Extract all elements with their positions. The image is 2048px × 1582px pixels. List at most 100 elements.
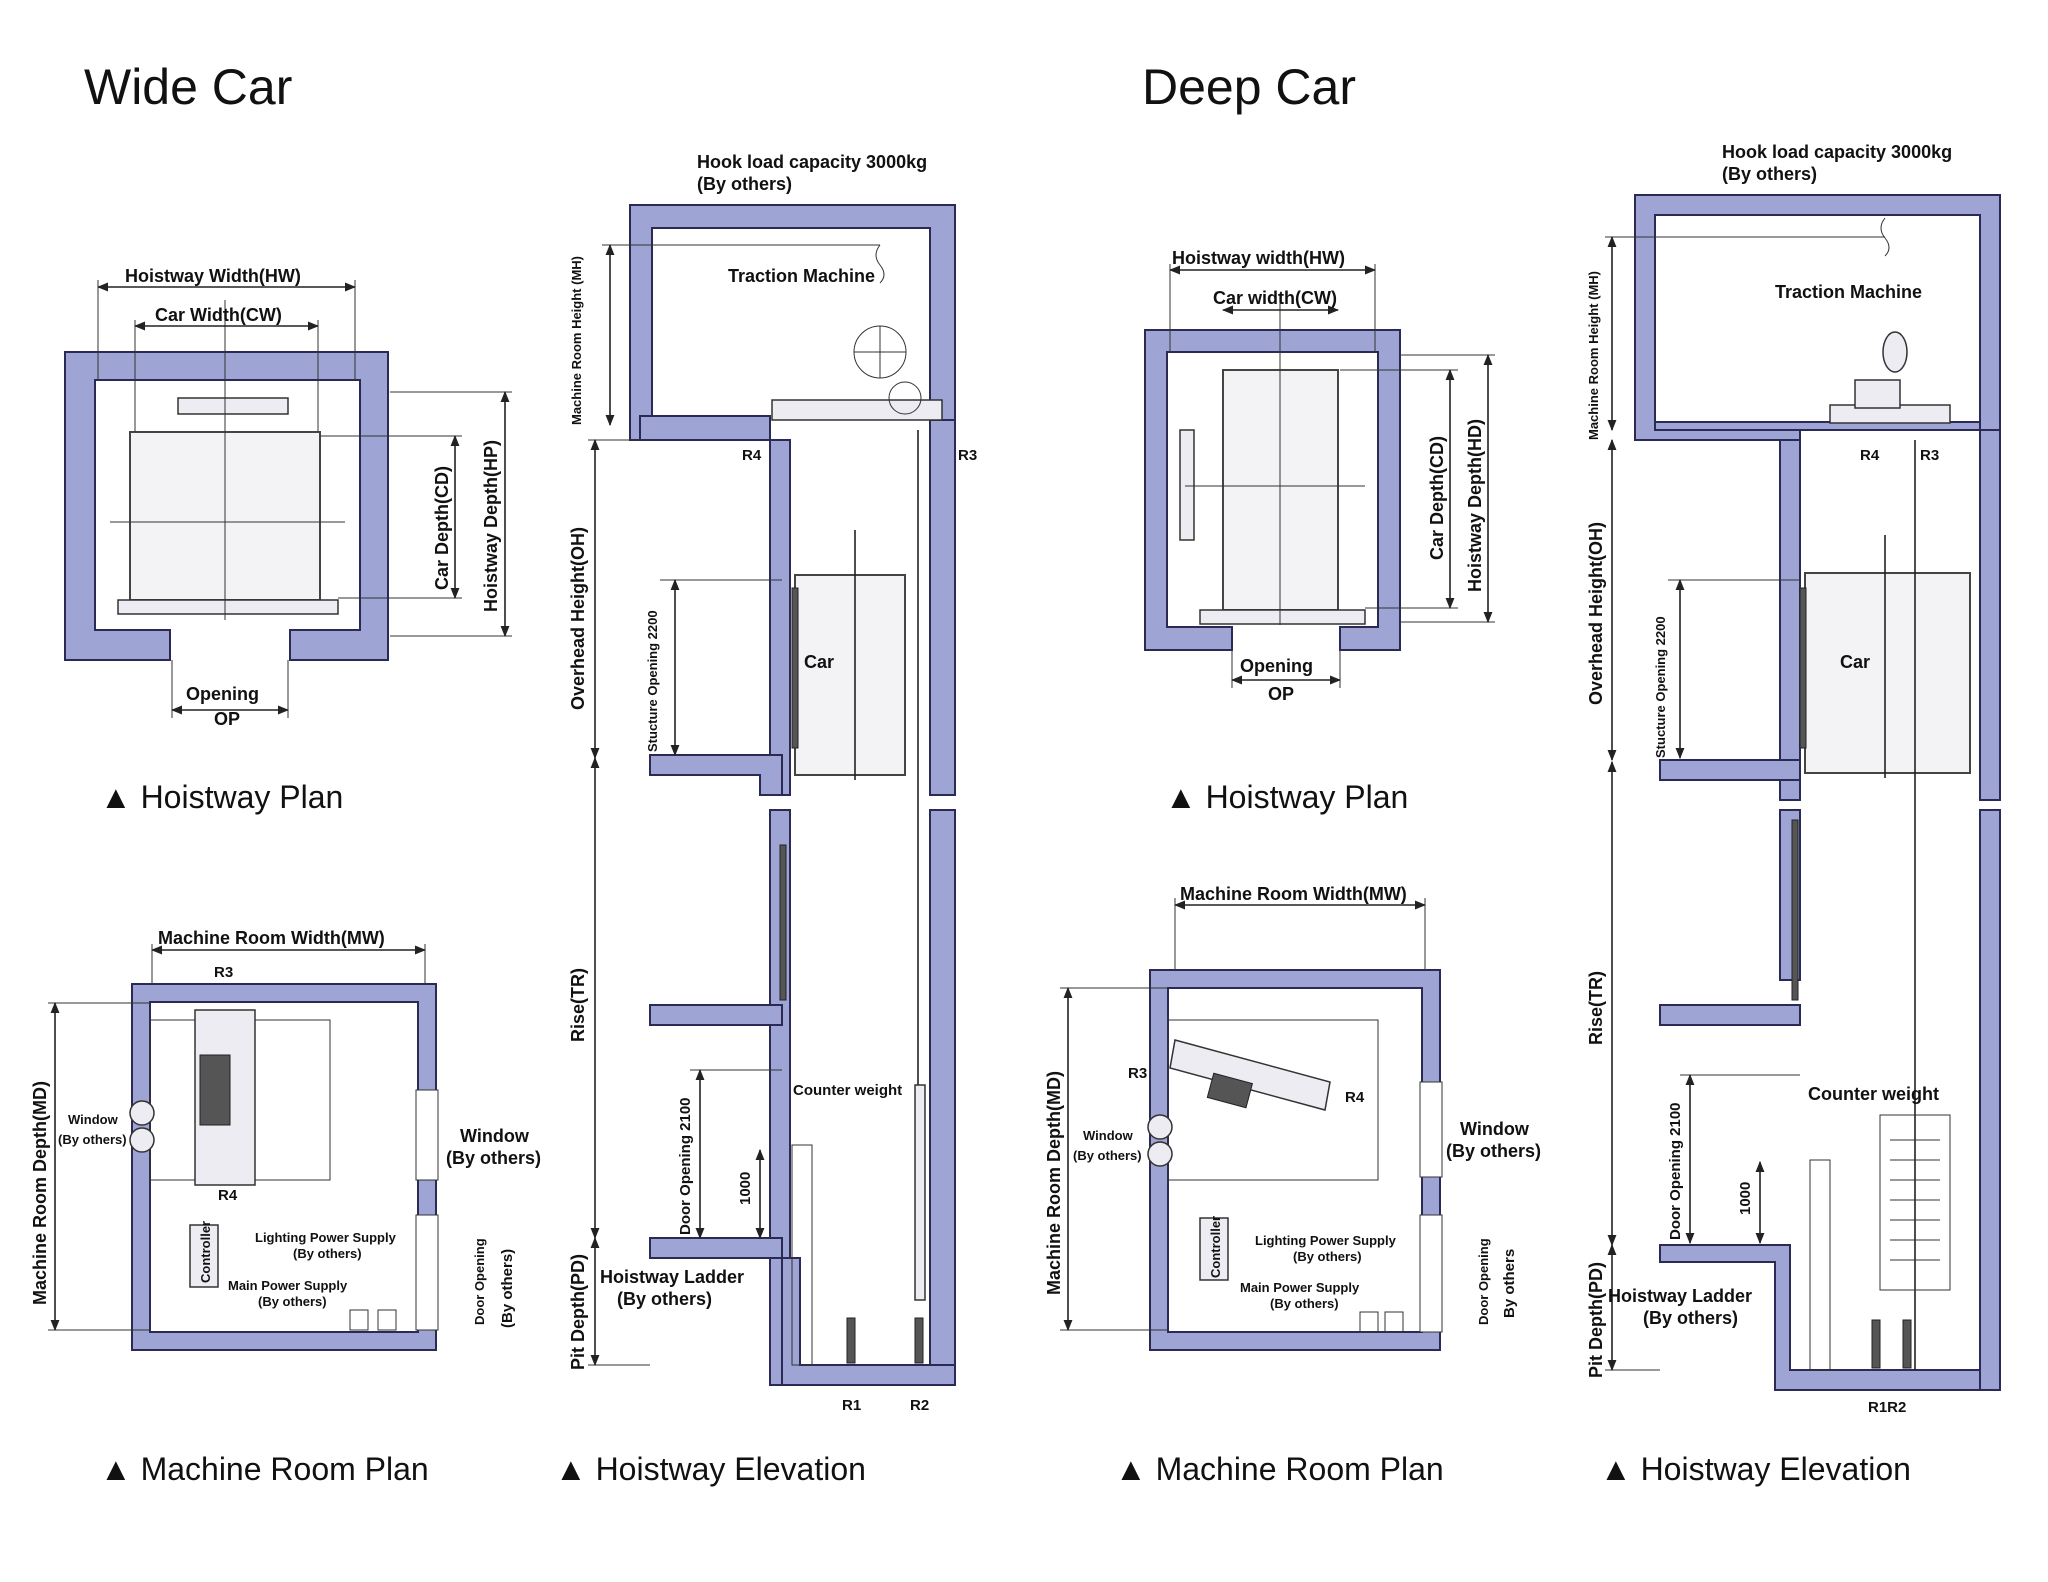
deep-elev-so-label: Stucture Opening 2200 [1653, 616, 1668, 758]
deep-hoistway-plan: Hoistway width(HW) Car width(CW) Car Dep… [1144, 248, 1495, 704]
deep-elev-oh-label: Overhead Height(OH) [1586, 522, 1606, 705]
deep-mr-main-1: Main Power Supply [1240, 1280, 1360, 1295]
wide-elev-hook-label-2: (By others) [697, 174, 792, 194]
wide-plan-op-label: OP [214, 709, 240, 729]
deep-mr-door-2: By others [1501, 1249, 1518, 1318]
wide-hoistway-elevation: Hook load capacity 3000kg (By others) Tr… [568, 152, 977, 1414]
wide-elev-r3-label: R3 [958, 447, 977, 464]
deep-elev-r4-label: R4 [1860, 447, 1880, 464]
wide-mr-main-2: (By others) [258, 1294, 327, 1309]
wide-machine-room-caption: ▲ Machine Room Plan [100, 1451, 429, 1487]
deep-elev-car-label: Car [1840, 652, 1870, 672]
wide-mr-walls [131, 983, 437, 1351]
deep-machine-room-plan: Machine Room Width(MW) Machine Room Dept… [1044, 884, 1541, 1351]
deep-plan-opening-label: Opening [1240, 656, 1313, 676]
wide-hoistway-elevation-caption: ▲ Hoistway Elevation [555, 1451, 866, 1487]
deep-elev-hook-label-2: (By others) [1722, 164, 1817, 184]
wide-elev-traction-label: Traction Machine [728, 266, 875, 286]
wide-machine-room-plan: Machine Room Width(MW) Machine Room Dept… [30, 928, 541, 1351]
deep-mr-window-left-2: (By others) [1073, 1148, 1142, 1163]
deep-mr-motor [1206, 1072, 1254, 1109]
wide-plan-hw-label: Hoistway Width(HW) [125, 266, 301, 286]
deep-plan-hd-label: Hoistway Depth(HD) [1465, 419, 1485, 592]
deep-elev-car [1804, 572, 1971, 774]
wide-mr-window-left-1: Window [68, 1112, 119, 1127]
wide-mr-motor [199, 1054, 231, 1126]
wide-elev-hook-label-1: Hook load capacity 3000kg [697, 152, 927, 172]
wide-elev-hook [875, 244, 885, 284]
deep-elev-r1r2-label: R1R2 [1868, 1399, 1906, 1416]
wide-elev-ladder [791, 1144, 813, 1366]
deep-mr-mw-label: Machine Room Width(MW) [1180, 884, 1407, 904]
deep-mr-window-left-1: Window [1083, 1128, 1134, 1143]
wide-mr-r4-label: R4 [218, 1187, 238, 1204]
wide-elev-pit [649, 1237, 956, 1386]
deep-plan-cd-label: Car Depth(CD) [1427, 436, 1447, 560]
wide-plan-counterweight [177, 397, 289, 415]
deep-elev-hook-label-1: Hook load capacity 3000kg [1722, 142, 1952, 162]
wide-elev-rise-label: Rise(TR) [568, 968, 588, 1042]
deep-plan-counterweight [1179, 429, 1195, 541]
deep-elev-hook [1880, 217, 1890, 257]
deep-elev-1000-label: 1000 [1737, 1182, 1754, 1215]
deep-mr-window-right-2: (By others) [1446, 1141, 1541, 1161]
deep-elev-r3-label: R3 [1920, 447, 1939, 464]
wide-car-title: Wide Car [84, 59, 292, 115]
deep-elev-counterweight [1879, 1114, 1951, 1291]
deep-elev-traction-machine [1882, 331, 1908, 373]
wide-plan-hd-label: Hoistway Depth(HP) [481, 440, 501, 612]
wide-elev-cw-label: Counter weight [793, 1082, 902, 1099]
deep-elev-mr-floor [1654, 421, 1981, 431]
wide-elev-mh-label: Machine Room Height (MH) [569, 256, 584, 425]
deep-hoistway-plan-caption: ▲ Hoistway Plan [1165, 779, 1408, 815]
deep-hoistway-elevation: Hook load capacity 3000kg (By others) Tr… [1586, 142, 2001, 1416]
deep-machine-room-caption: ▲ Machine Room Plan [1115, 1451, 1444, 1487]
wide-plan-sill [117, 599, 339, 615]
wide-elev-machine-bed [771, 399, 943, 421]
wide-elev-ladder-label-1: Hoistway Ladder [600, 1267, 744, 1287]
wide-mr-main-1: Main Power Supply [228, 1278, 348, 1293]
wide-elev-so-label: Stucture Opening 2200 [645, 610, 660, 752]
wide-elev-door-label: Door Opening 2100 [677, 1097, 694, 1235]
wide-elev-r2-label: R2 [910, 1397, 929, 1414]
deep-mr-door-1: Door Opening [1476, 1238, 1491, 1325]
deep-elev-pd-label: Pit Depth(PD) [1586, 1262, 1606, 1378]
wide-plan-hoistway-walls [64, 351, 389, 661]
deep-plan-op-label: OP [1268, 684, 1294, 704]
deep-mr-traction-machine [1169, 1039, 1331, 1111]
wide-elev-r4-label: R4 [742, 447, 762, 464]
wide-mr-door-2: (By others) [499, 1249, 516, 1328]
deep-elev-mh-label: Machine Room Height (MH) [1586, 271, 1601, 440]
wide-plan-opening-label: Opening [186, 684, 259, 704]
wide-plan-cd-label: Car Depth(CD) [432, 466, 452, 590]
wide-mr-lighting-2: (By others) [293, 1246, 362, 1261]
deep-plan-sill [1199, 609, 1366, 625]
deep-hoistway-elevation-caption: ▲ Hoistway Elevation [1600, 1451, 1911, 1487]
deep-mr-controller [1199, 1217, 1229, 1281]
deep-elev-ladder [1809, 1159, 1831, 1371]
wide-elev-pd-label: Pit Depth(PD) [568, 1254, 588, 1370]
wide-elev-car-label: Car [804, 652, 834, 672]
deep-elev-rise-label: Rise(TR) [1586, 971, 1606, 1045]
wide-plan-cw-label: Car Width(CW) [155, 305, 282, 325]
wide-mr-window-right-2: (By others) [446, 1148, 541, 1168]
deep-plan-hw-label: Hoistway width(HW) [1172, 248, 1345, 268]
deep-elev-ladder-label-1: Hoistway Ladder [1608, 1286, 1752, 1306]
wide-mr-window-left-2: (By others) [58, 1132, 127, 1147]
wide-elev-counterweight [914, 1084, 926, 1301]
wide-mr-door-1: Door Opening [472, 1238, 487, 1325]
wide-mr-controller [189, 1224, 219, 1288]
deep-elev-door-label: Door Opening 2100 [1667, 1102, 1684, 1240]
deep-mr-controller-label: Controller [1208, 1216, 1223, 1278]
deep-mr-r4-label: R4 [1345, 1089, 1365, 1106]
wide-mr-mw-label: Machine Room Width(MW) [158, 928, 385, 948]
wide-mr-lighting-1: Lighting Power Supply [255, 1230, 397, 1245]
deep-mr-r3-label: R3 [1128, 1065, 1147, 1082]
wide-elev-car [794, 574, 906, 776]
wide-elev-oh-label: Overhead Height(OH) [568, 527, 588, 710]
wide-mr-window-right-1: Window [460, 1126, 530, 1146]
deep-mr-lighting-2: (By others) [1293, 1249, 1362, 1264]
deep-mr-main-2: (By others) [1270, 1296, 1339, 1311]
deep-elev-cw-label: Counter weight [1808, 1084, 1939, 1104]
